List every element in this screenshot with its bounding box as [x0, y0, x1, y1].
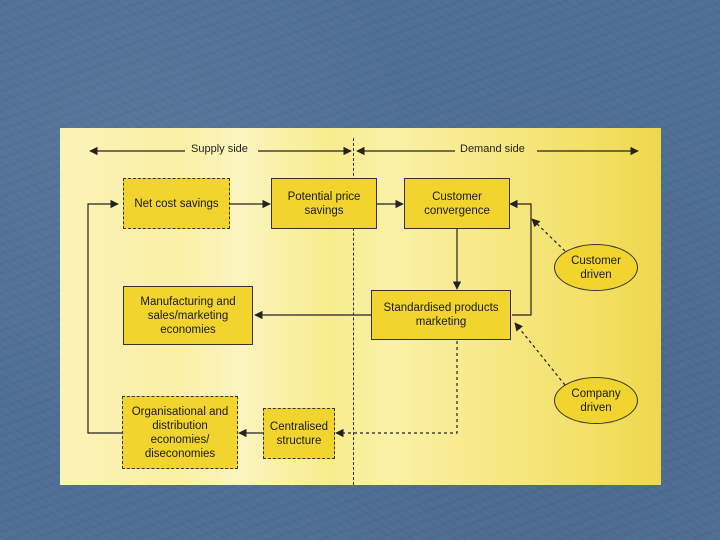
box-centralised-structure: Centralised structure [263, 408, 335, 459]
arrow-company-driven [514, 322, 566, 386]
demand-side-label: Demand side [460, 143, 525, 155]
supply-demand-divider [353, 138, 354, 485]
box-label: Organisational and distribution economie… [131, 405, 229, 460]
feedback-loop-left [87, 199, 122, 434]
supply-side-label: Supply side [191, 143, 248, 155]
box-label: Manufacturing and sales/marketing econom… [140, 295, 236, 336]
box-organisational-economies: Organisational and distribution economie… [122, 396, 238, 469]
oval-label: Customer driven [571, 254, 621, 281]
box-standardised-products: Standardised products marketing [371, 290, 511, 340]
box-net-cost-savings: Net cost savings [123, 178, 230, 229]
box-label: Standardised products marketing [383, 302, 499, 328]
connector-lines [87, 146, 639, 438]
oval-customer-driven: Customer driven [554, 244, 638, 291]
diagram-panel: Supply side Demand side Net cost savings… [60, 128, 661, 485]
oval-label: Company driven [571, 387, 621, 414]
oval-company-driven: Company driven [554, 377, 638, 424]
box-potential-price-savings: Potential price savings [271, 178, 377, 229]
box-label: Net cost savings [134, 197, 219, 210]
dashed-path-to-centralised [335, 341, 458, 438]
box-label: Potential price savings [287, 190, 361, 217]
box-manufacturing-economies: Manufacturing and sales/marketing econom… [123, 286, 253, 345]
arrow-customer-driven [531, 218, 566, 252]
box-customer-convergence: Customer convergence [404, 178, 510, 229]
box-label: Centralised structure [269, 420, 329, 447]
feedback-loop-right [509, 199, 532, 316]
box-label: Customer convergence [424, 190, 490, 217]
